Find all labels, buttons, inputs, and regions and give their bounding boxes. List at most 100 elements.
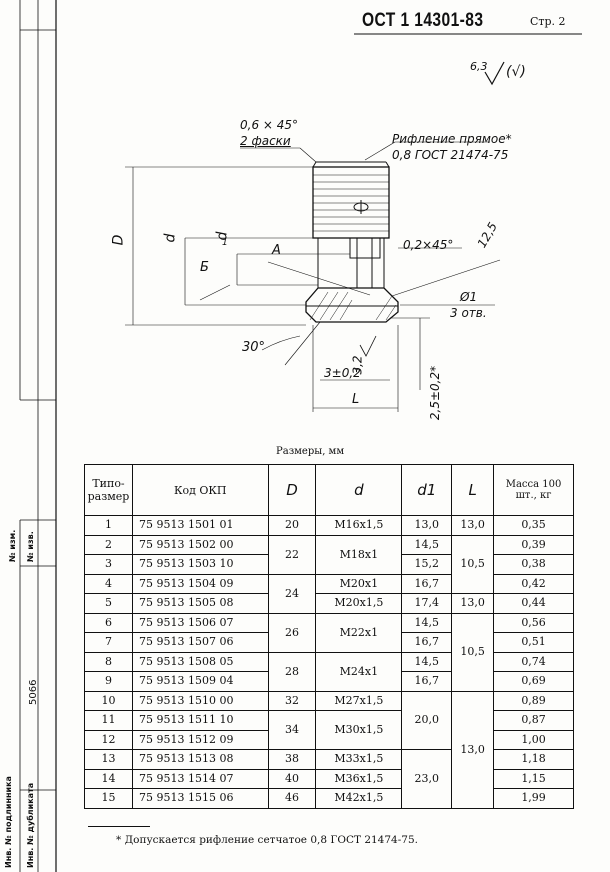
cell-code: 75 9513 1509 04 xyxy=(131,671,269,692)
table-row: 5 75 9513 1505 08 М20х1,5 17,4 13,0 0,44 xyxy=(84,593,574,614)
cell-D: 40 xyxy=(267,768,317,789)
cell-mass: 0,38 xyxy=(493,554,574,575)
cell-mass: 1,18 xyxy=(493,749,574,770)
cell-d1: 15,2 xyxy=(401,554,453,575)
cell-L: 13,0 xyxy=(451,690,495,809)
cell-d1: 16,7 xyxy=(401,632,453,653)
margin-inv-podl: Инв. № подлинника xyxy=(4,776,13,868)
cell-code: 75 9513 1505 08 xyxy=(131,593,269,614)
cell-d1: 14,5 xyxy=(401,612,453,633)
cell-d1: 20,0 xyxy=(401,690,453,750)
footnote: * Допускается рифление сетчатое 0,8 ГОСТ… xyxy=(116,834,418,846)
roughness-value: 6,3 xyxy=(470,60,488,73)
cell-d: М20х1,5 xyxy=(315,593,403,614)
table-row: 2 75 9513 1502 00 22 М18х1 14,5 10,5 0,3… xyxy=(84,534,574,594)
cell-type: 5 xyxy=(84,593,133,614)
cell-d: М24х1 xyxy=(315,651,403,692)
cell-d1: 17,4 xyxy=(401,593,453,614)
cell-D: 24 xyxy=(267,573,317,614)
cell-code: 75 9513 1513 08 xyxy=(131,749,269,770)
cell-type: 9 xyxy=(84,671,133,692)
label-D: D xyxy=(110,234,127,246)
cell-type: 1 xyxy=(84,515,133,536)
cell-code: 75 9513 1508 05 xyxy=(131,651,269,672)
cell-d1: 16,7 xyxy=(401,671,453,692)
margin-izm: № изм. xyxy=(8,529,17,562)
cell-type: 4 xyxy=(84,573,133,594)
dim-3: 3±0,2 xyxy=(324,366,361,380)
table-row: 9 75 9513 1509 04 16,7 0,69 xyxy=(84,671,574,692)
header-mass: Масса 100 шт., кг xyxy=(493,464,574,516)
label-A: A xyxy=(272,243,281,258)
cell-D: 46 xyxy=(267,788,317,809)
table-header-row: Типо- размер Код ОКП D d d1 L Масса 100 … xyxy=(84,464,574,516)
footnote-rule xyxy=(88,826,150,827)
standard-number: ОСТ 1 14301-83 xyxy=(362,10,484,31)
cell-d1: 16,7 xyxy=(401,573,453,594)
table-row: 10 75 9513 1510 00 32 М27х1,5 20,0 13,0 … xyxy=(84,690,574,809)
cell-mass: 1,15 xyxy=(493,768,574,789)
table-row: 1 75 9513 1501 01 20 М16х1,5 13,0 13,0 0… xyxy=(84,515,574,536)
cell-code: 75 9513 1502 00 xyxy=(131,534,269,555)
cell-d: М22х1 xyxy=(315,612,403,653)
label-d1-sub: 1 xyxy=(222,238,228,248)
table-caption: Размеры, мм xyxy=(276,446,345,457)
cell-d: М16х1,5 xyxy=(315,515,403,536)
technical-drawing xyxy=(125,61,505,412)
cell-code: 75 9513 1506 07 xyxy=(131,612,269,633)
cell-mass: 0,39 xyxy=(493,534,574,555)
knurl-standard: 0,8 ГОСТ 21474-75 xyxy=(392,148,509,162)
cell-code: 75 9513 1507 06 xyxy=(131,632,269,653)
roughness-suffix: (√) xyxy=(506,64,526,80)
cell-code: 75 9513 1504 09 xyxy=(131,573,269,594)
table-row: 14 75 9513 1514 07 40 М36х1,5 1,15 xyxy=(84,768,574,789)
cell-d: М18х1 xyxy=(315,534,403,575)
cell-type: 13 xyxy=(84,749,133,770)
dim-25: 2,5±0,2* xyxy=(428,365,443,421)
cell-d: М36х1,5 xyxy=(315,768,403,789)
cell-L: 10,5 xyxy=(451,612,495,692)
cell-d1: 14,5 xyxy=(401,651,453,672)
cell-L: 10,5 xyxy=(451,534,495,594)
cell-d1: 13,0 xyxy=(401,515,453,536)
hole-count: 3 отв. xyxy=(450,306,487,320)
cell-type: 6 xyxy=(84,612,133,633)
cell-mass: 0,87 xyxy=(493,710,574,731)
cell-code: 75 9513 1514 07 xyxy=(131,768,269,789)
cell-D: 34 xyxy=(267,710,317,750)
cell-D: 22 xyxy=(267,534,317,575)
table-row: 6 75 9513 1506 07 26 М22х1 14,5 10,5 0,5… xyxy=(84,612,574,692)
cell-mass: 1,00 xyxy=(493,729,574,750)
cell-mass: 0,74 xyxy=(493,651,574,672)
cell-type: 14 xyxy=(84,768,133,789)
cell-type: 15 xyxy=(84,788,133,809)
table-row: 15 75 9513 1515 06 46 М42х1,5 1,99 xyxy=(84,788,574,809)
cell-D: 20 xyxy=(267,515,317,536)
cell-code: 75 9513 1503 10 xyxy=(131,554,269,575)
cell-d: М20х1 xyxy=(315,573,403,594)
cell-mass: 0,69 xyxy=(493,671,574,692)
cell-d1: 14,5 xyxy=(401,534,453,555)
chamfer-small: 0,2×45° xyxy=(403,238,454,252)
table-row: 8 75 9513 1508 05 28 М24х1 14,5 0,74 xyxy=(84,651,574,692)
cell-code: 75 9513 1515 06 xyxy=(131,788,269,809)
cell-code: 75 9513 1510 00 xyxy=(131,690,269,711)
header-d1: d1 xyxy=(401,464,453,516)
label-B: Б xyxy=(200,260,209,275)
cell-d1: 23,0 xyxy=(401,749,453,809)
cell-mass: 0,89 xyxy=(493,690,574,711)
knurl-note: Рифление прямое* xyxy=(392,132,512,146)
cell-mass: 0,51 xyxy=(493,632,574,653)
header-type: Типо- размер xyxy=(84,464,133,516)
cell-code: 75 9513 1512 09 xyxy=(131,729,269,750)
hole-diameter: Ø1 xyxy=(460,290,478,304)
chamfer-note: 0,6 × 45° xyxy=(240,118,299,132)
label-L: L xyxy=(352,392,360,407)
cell-d: М27х1,5 xyxy=(315,690,403,711)
cell-type: 2 xyxy=(84,534,133,555)
cell-D: 38 xyxy=(267,749,317,770)
table-row: 13 75 9513 1513 08 38 М33х1,5 23,0 1,18 xyxy=(84,749,574,809)
cell-code: 75 9513 1501 01 xyxy=(131,515,269,536)
